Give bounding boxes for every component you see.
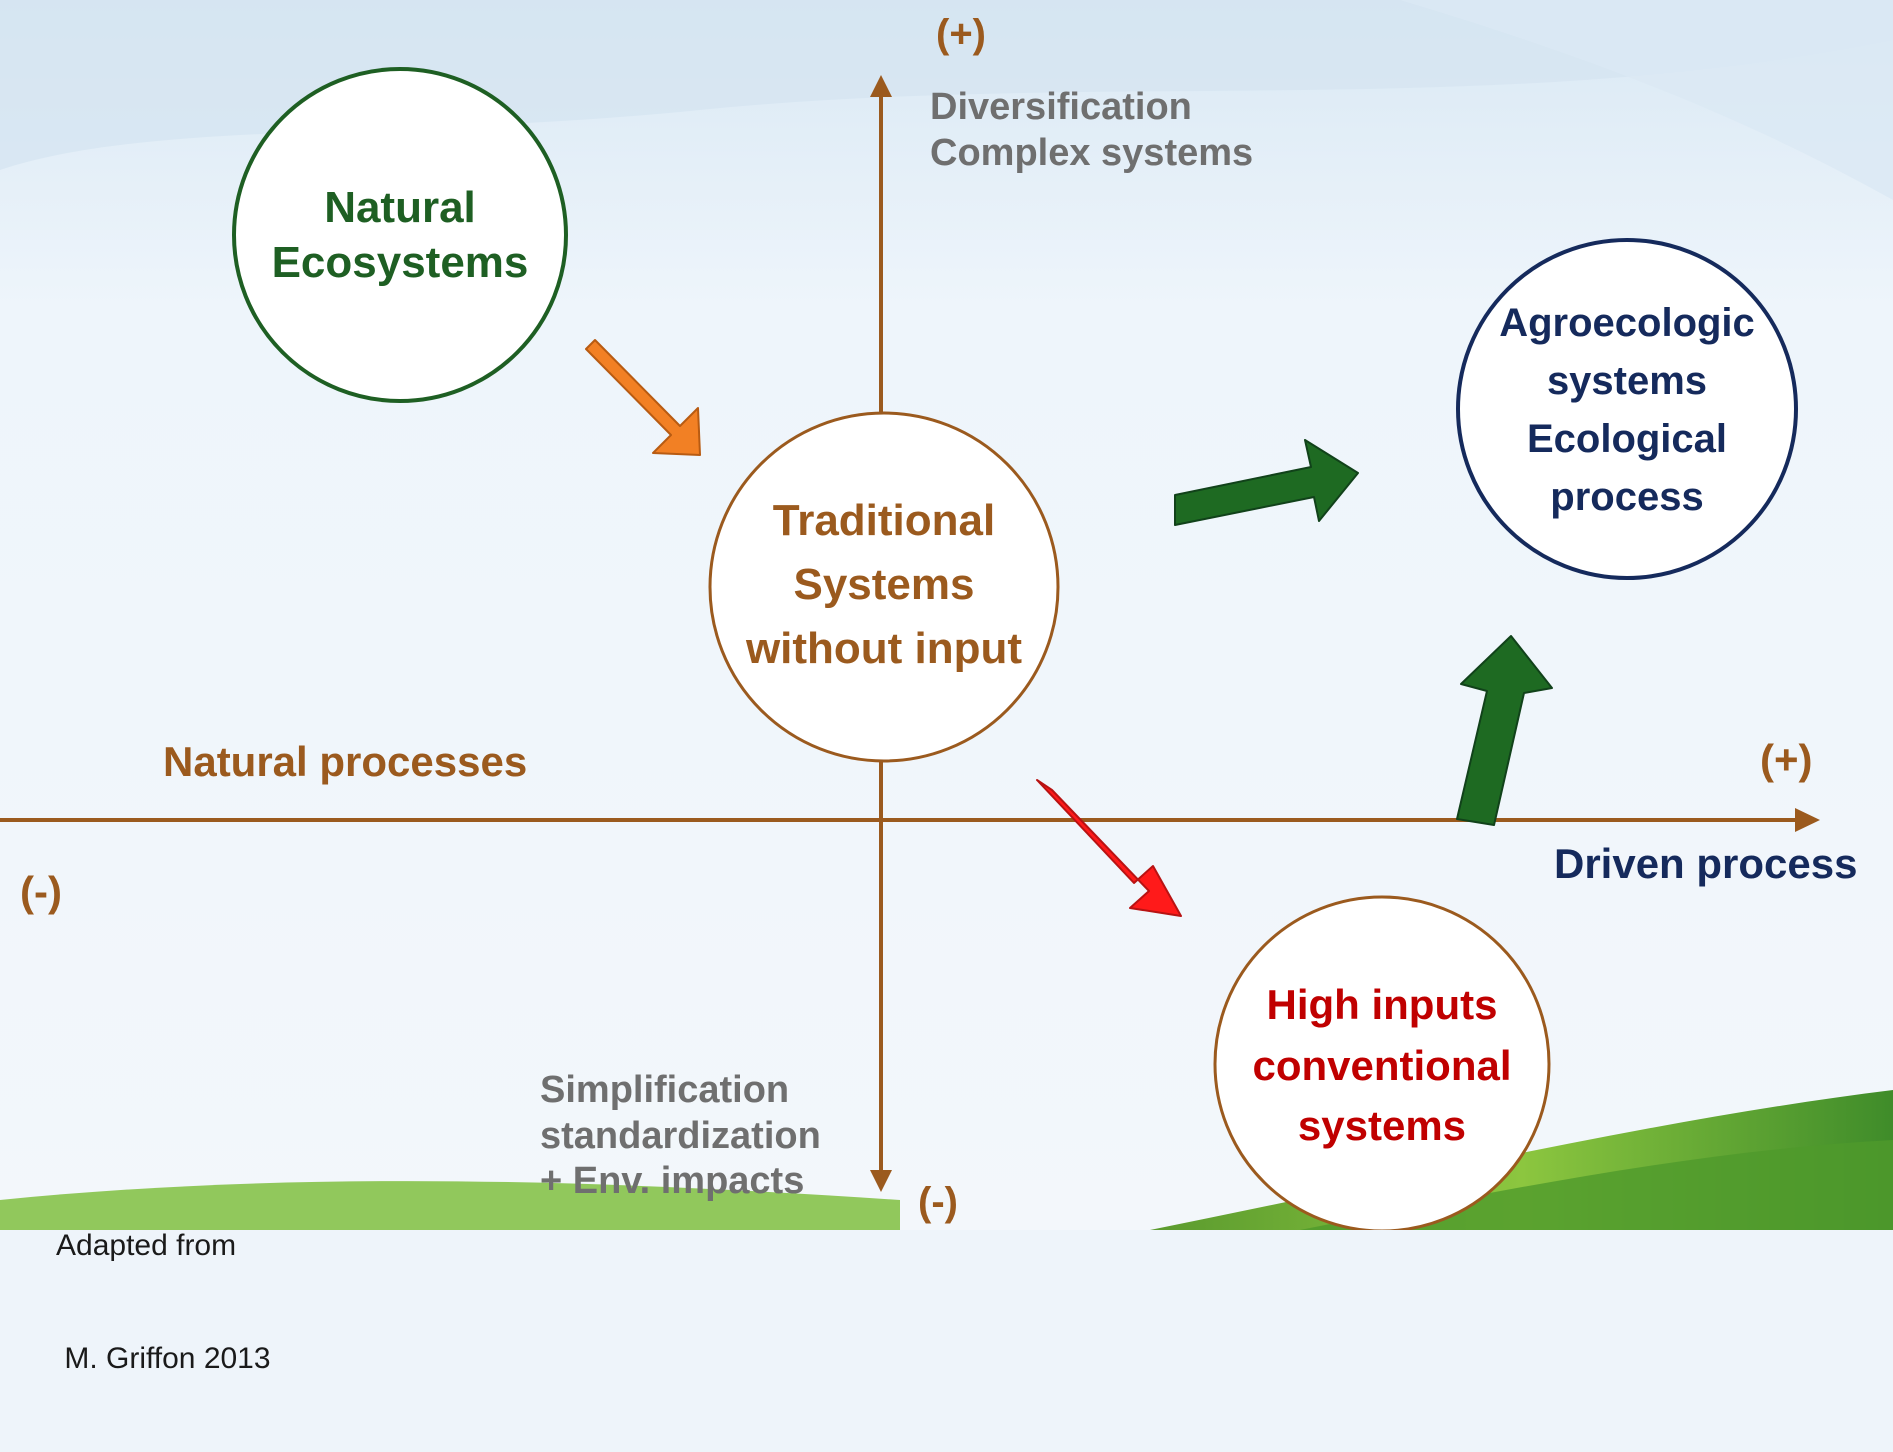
natural-ecosystems-circle [232,67,568,403]
sky-swoosh [0,0,1893,170]
y-axis-top-label: Diversification Complex systems [930,84,1253,177]
y-axis-bottom-label: Simplification standardization + Env. im… [540,1068,821,1205]
agroecologic-line-1: Agroecologic [1499,301,1755,345]
axis-arrowhead-up [870,75,892,97]
natural-line-2: Ecosystems [271,238,529,287]
arrow-traditional-to-high-inputs [1036,779,1182,917]
axis-arrowhead-down [870,1170,892,1192]
y-axis-bottom-line-3: + Env. impacts [540,1160,805,1203]
y-axis-bottom-line-1: Simplification [540,1069,790,1111]
agroecologic-systems-label: Agroecologic systems Ecological process [1477,292,1777,528]
y-axis-bottom-line-2: standardization [540,1114,821,1157]
arrow-high-inputs-to-agroecologic [1456,635,1553,826]
traditional-line-1: Traditional [772,496,996,546]
source-credit: Adapted from M. Griffon 2013 [56,1152,271,1452]
natural-ecosystems-label: Natural Ecosystems [254,150,546,320]
x-axis-right-sign: (+) [1760,736,1813,783]
high-inputs-line-1: High inputs [1266,980,1498,1028]
credit-line-2: M. Griffon 2013 [56,1341,271,1375]
y-axis-top-line-1: Diversification [930,86,1192,128]
x-axis-right-label: Driven process [1554,840,1858,887]
horizontal-axis [0,808,1820,832]
agroecologic-line-4: process [1550,475,1704,519]
sky-swoosh-right [1400,0,1893,200]
agroecologic-line-2: systems [1546,359,1708,403]
x-axis-left-sign: (-) [20,868,62,915]
y-axis-top-line-2: Complex systems [930,132,1254,175]
natural-line-1: Natural [324,183,476,232]
traditional-line-3: without input [745,623,1023,673]
traditional-systems-circle [708,411,1060,763]
diagram-svg [0,0,1893,1230]
diagram-canvas: (+) Diversification Complex systems Simp… [0,0,1893,1375]
high-inputs-line-2: conventional [1252,1041,1512,1089]
arrow-natural-to-traditional [585,339,701,456]
traditional-line-2: Systems [793,560,975,610]
arrow-traditional-to-agroecologic [1174,439,1359,526]
traditional-systems-label: Traditional Systems without input [724,480,1044,690]
axis-arrowhead-right [1795,808,1820,832]
y-axis-top-sign: (+) [936,12,986,56]
hill-left [0,1181,900,1230]
agroecologic-systems-circle [1456,238,1798,580]
high-inputs-circle [1213,895,1551,1230]
credit-line-1: Adapted from [56,1229,237,1262]
high-inputs-line-3: systems [1297,1102,1467,1150]
agroecologic-line-3: Ecological [1526,417,1728,461]
x-axis-left-label: Natural processes [163,738,528,785]
y-axis-bottom-sign: (-) [918,1180,958,1224]
high-inputs-label: High inputs conventional systems [1232,966,1532,1166]
